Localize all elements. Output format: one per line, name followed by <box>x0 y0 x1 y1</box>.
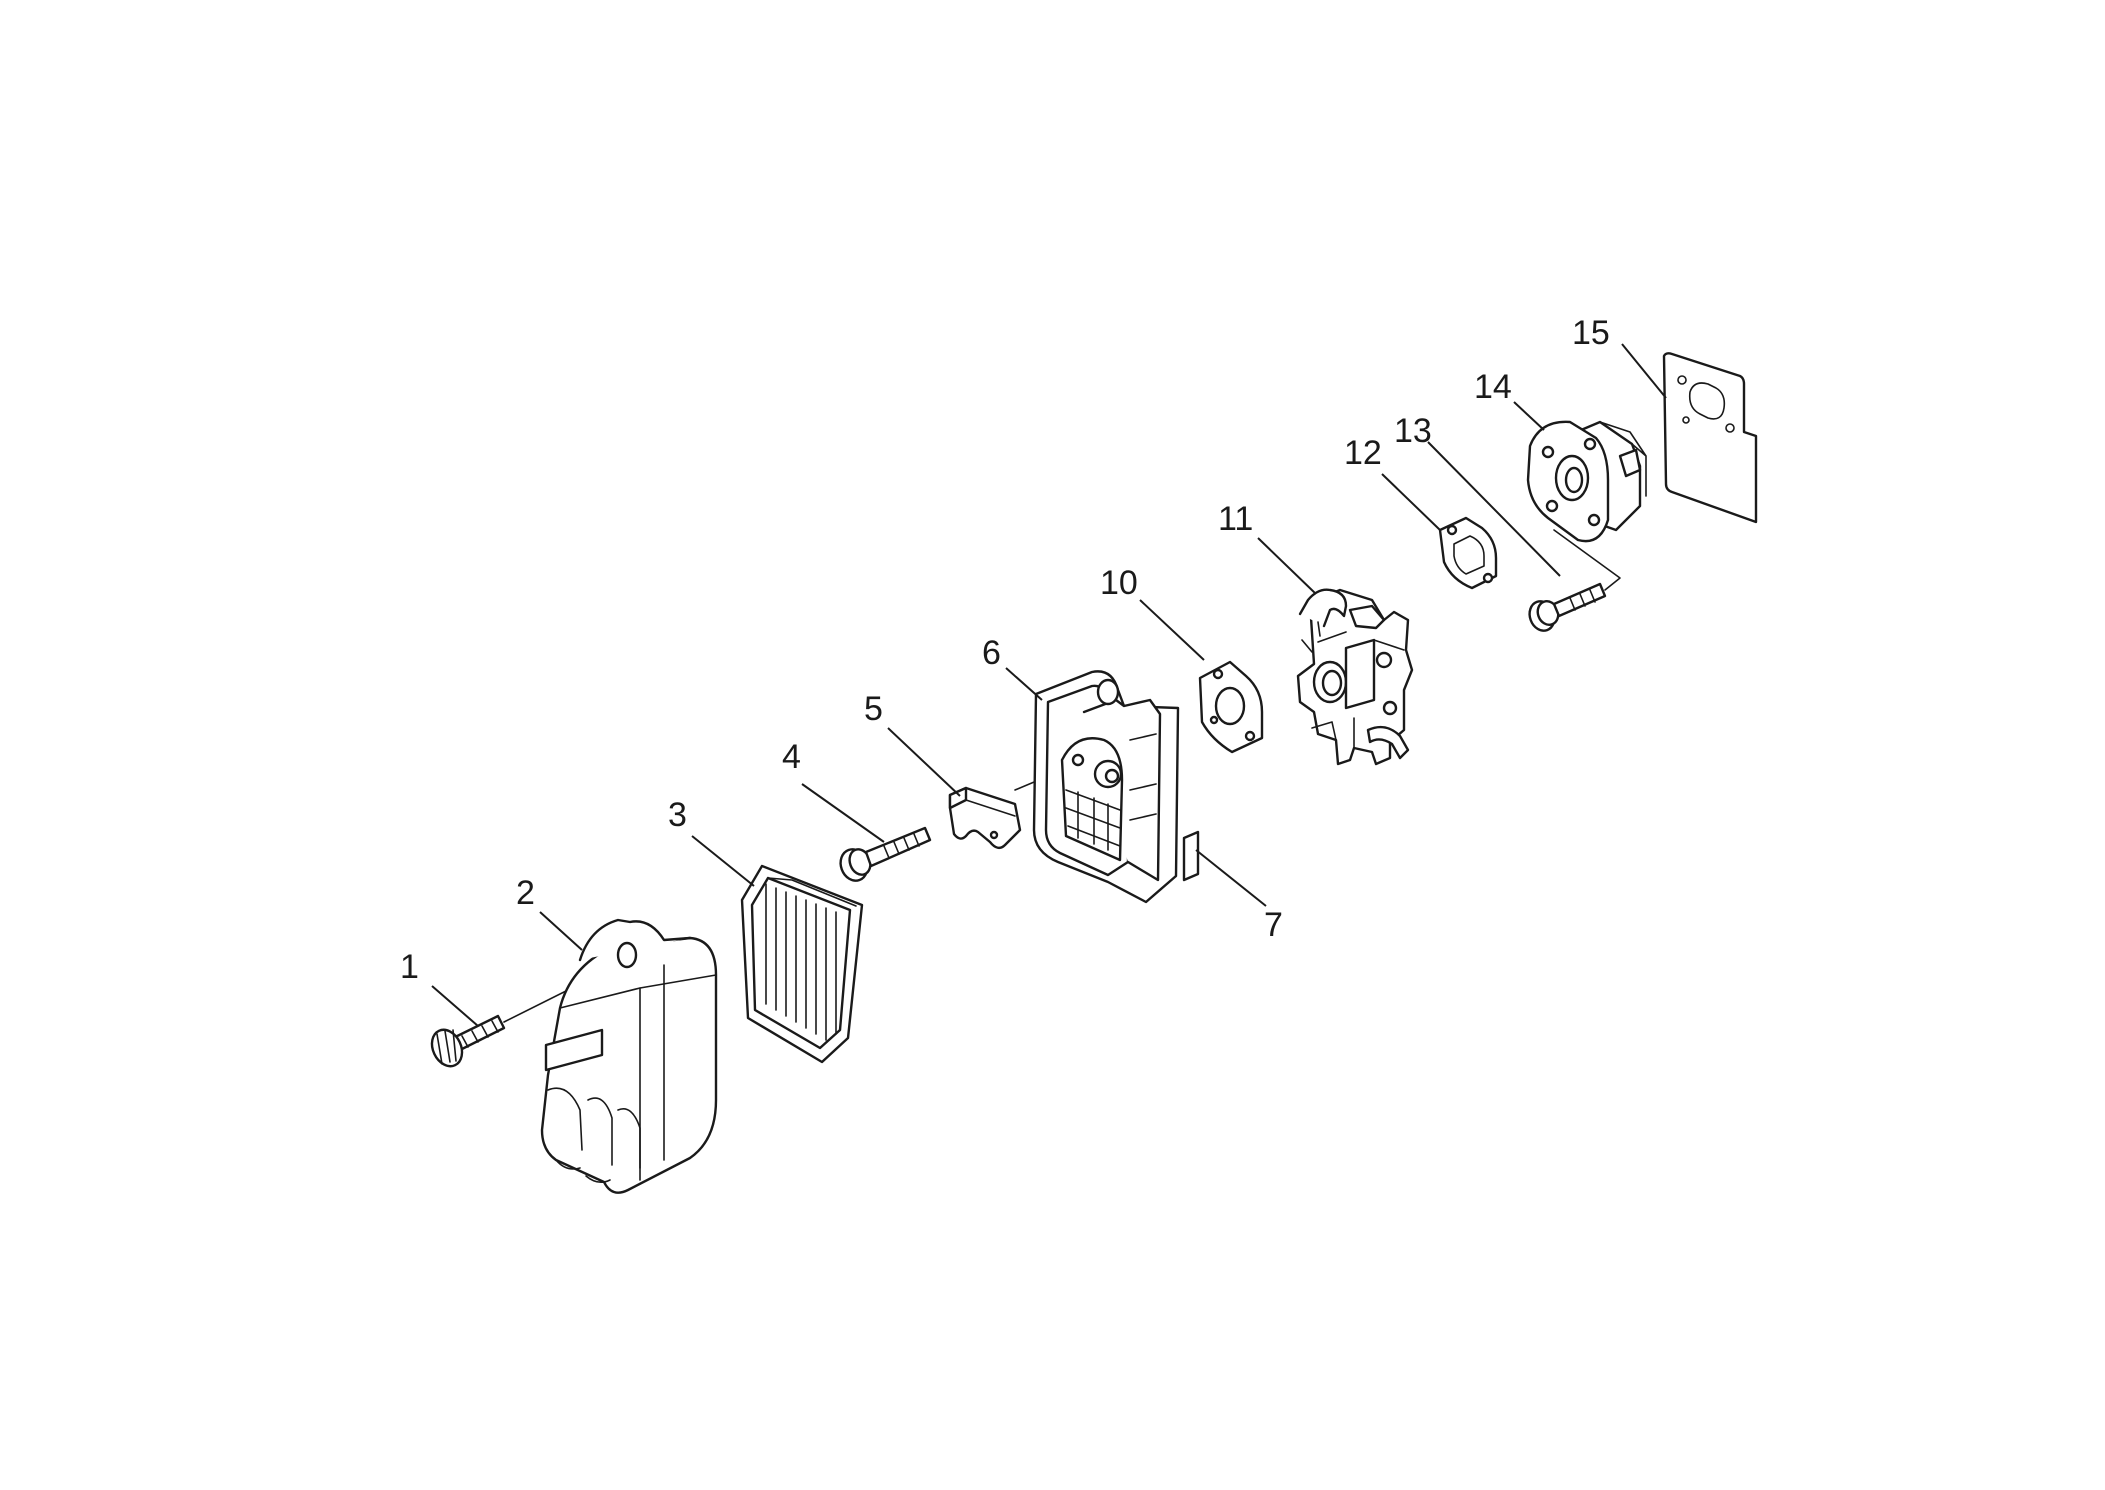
part-13-bolt <box>1528 529 1621 632</box>
leader-lines <box>431 343 1667 1027</box>
part-10-gasket <box>1198 660 1264 754</box>
part-12-gasket <box>1438 516 1498 590</box>
callout-6: 6 <box>982 634 1001 672</box>
callout-15: 15 <box>1572 314 1610 352</box>
callout-5: 5 <box>864 690 883 728</box>
callout-4: 4 <box>782 738 801 776</box>
callout-2: 2 <box>516 874 535 912</box>
part-11-carburetor <box>1296 588 1414 766</box>
part-15-gasket-plate <box>1662 352 1758 524</box>
callout-10: 10 <box>1100 564 1138 602</box>
callout-13: 13 <box>1394 412 1432 450</box>
callout-1: 1 <box>400 948 419 986</box>
callout-11: 11 <box>1218 500 1253 538</box>
part-4-bolt <box>839 826 932 882</box>
callout-3: 3 <box>668 796 687 834</box>
callout-labels: 1 2 3 4 5 6 7 10 11 12 13 14 15 <box>400 314 1610 986</box>
callout-12: 12 <box>1344 434 1382 472</box>
part-2-air-cleaner-cover <box>540 918 718 1194</box>
part-14-insulator <box>1526 420 1647 543</box>
callout-14: 14 <box>1474 368 1512 406</box>
part-3-air-filter <box>740 864 864 1064</box>
part-5-bracket <box>948 744 1123 850</box>
callout-7: 7 <box>1264 906 1283 944</box>
part-6-air-cleaner-case <box>1032 670 1180 904</box>
part-7-small-gasket <box>1182 830 1200 882</box>
